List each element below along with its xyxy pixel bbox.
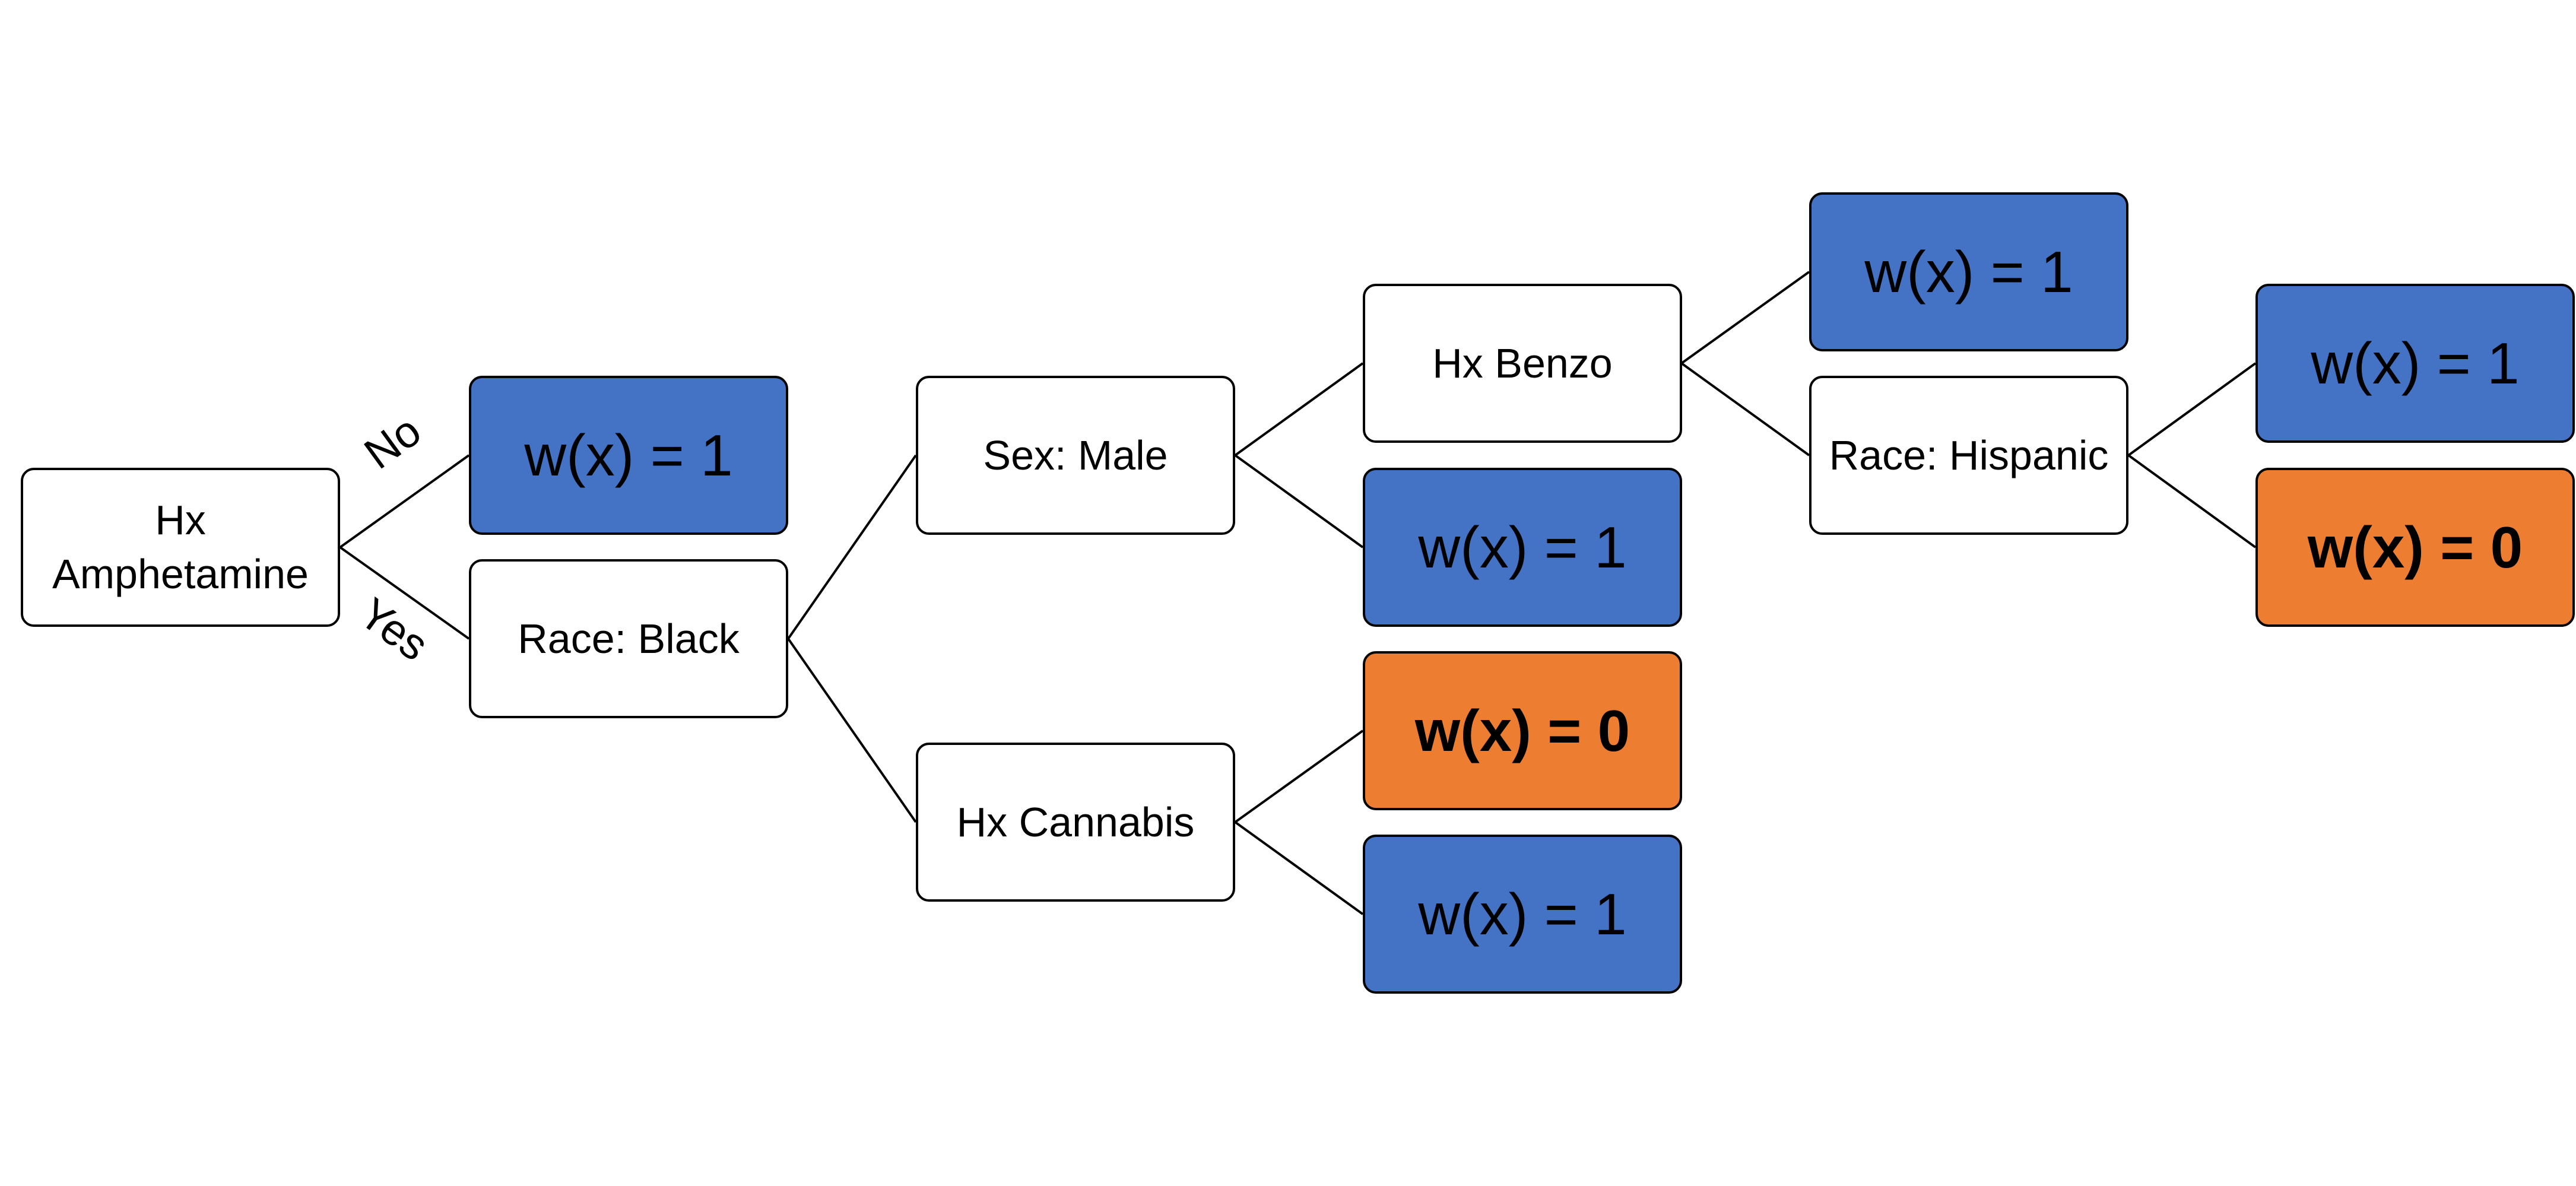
edge-hispanic-zero bbox=[2127, 454, 2257, 548]
edge-root-no bbox=[339, 454, 470, 548]
leaf-sex-male-no: w(x) = 1 bbox=[1363, 468, 1682, 627]
node-hx-amphetamine: Hx Amphetamine bbox=[21, 468, 340, 627]
edge-benzo-leaf bbox=[1680, 271, 1810, 364]
leaf-cannabis-no: w(x) = 1 bbox=[1363, 835, 1682, 994]
edge-cannabis-one bbox=[1234, 821, 1364, 915]
leaf-no-branch: w(x) = 1 bbox=[469, 376, 788, 535]
edge-black-cannabis bbox=[787, 638, 917, 823]
node-hx-cannabis: Hx Cannabis bbox=[916, 743, 1235, 902]
node-sex-male: Sex: Male bbox=[916, 376, 1235, 535]
node-hx-benzo: Hx Benzo bbox=[1363, 284, 1682, 443]
edge-male-leaf bbox=[1234, 454, 1364, 548]
leaf-hispanic-yes: w(x) = 1 bbox=[2255, 284, 2575, 443]
node-hx-amphetamine-line1: Hx bbox=[155, 497, 206, 543]
edge-root-yes bbox=[339, 546, 470, 640]
edge-benzo-hispanic bbox=[1680, 362, 1810, 456]
leaf-cannabis-yes: w(x) = 0 bbox=[1363, 651, 1682, 810]
leaf-benzo-yes: w(x) = 1 bbox=[1809, 192, 2128, 351]
edge-hispanic-one bbox=[2127, 362, 2257, 456]
node-race-black: Race: Black bbox=[469, 559, 788, 718]
edge-male-benzo bbox=[1234, 362, 1364, 456]
edge-black-male bbox=[787, 454, 917, 640]
node-hx-amphetamine-line2: Amphetamine bbox=[52, 551, 309, 597]
edge-cannabis-zero bbox=[1234, 730, 1364, 823]
node-race-hispanic: Race: Hispanic bbox=[1809, 376, 2128, 535]
leaf-hispanic-no: w(x) = 0 bbox=[2255, 468, 2575, 627]
